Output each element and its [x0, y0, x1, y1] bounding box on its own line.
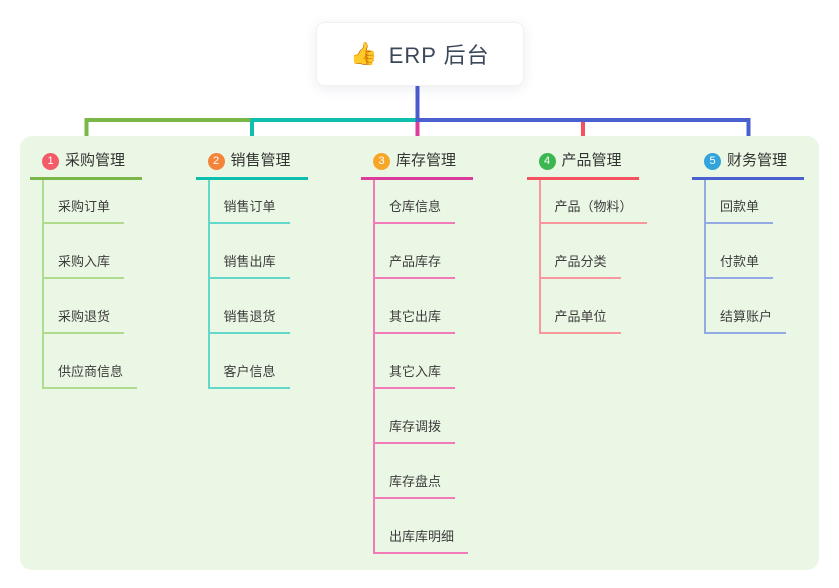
branch-head[interactable]: 5 财务管理	[692, 148, 805, 180]
child-item[interactable]: 产品（物料）	[538, 180, 687, 224]
branch-label: 产品管理	[561, 152, 622, 169]
branch-head[interactable]: 3 库存管理	[361, 148, 474, 180]
child-item[interactable]: 销售出库	[207, 224, 356, 279]
child-item[interactable]: 产品库存	[373, 224, 521, 279]
root-node[interactable]: 👍 ERP 后台	[316, 22, 524, 86]
child-item-label: 仓库信息	[373, 198, 456, 224]
child-item[interactable]: 产品分类	[538, 224, 687, 279]
branch-index-badge: 1	[42, 152, 59, 170]
child-item-label: 销售出库	[207, 253, 290, 279]
child-item-label: 采购订单	[42, 198, 125, 224]
child-item[interactable]: 仓库信息	[373, 180, 521, 224]
branch-label: 财务管理	[727, 152, 788, 169]
branch: 1 采购管理 采购订单采购入库采购退货供应商信息	[30, 148, 190, 389]
branch-label: 库存管理	[396, 152, 457, 169]
child-item-label: 产品单位	[538, 308, 621, 334]
child-item[interactable]: 结算账户	[704, 279, 839, 334]
child-item[interactable]: 库存调拨	[373, 389, 521, 444]
child-item-label: 客户信息	[207, 363, 290, 389]
child-item[interactable]: 产品单位	[538, 279, 687, 334]
child-item-label: 采购入库	[42, 253, 125, 279]
branch: 2 销售管理 销售订单销售出库销售退货客户信息	[195, 148, 356, 389]
child-item-label: 销售订单	[207, 198, 290, 224]
child-item-label: 其它入库	[373, 363, 456, 389]
child-item-label: 库存调拨	[373, 418, 456, 444]
child-item-label: 产品库存	[373, 253, 456, 279]
child-item-label: 产品（物料）	[538, 198, 647, 224]
child-item[interactable]: 销售订单	[207, 180, 356, 224]
child-item-label: 结算账户	[704, 308, 787, 334]
branch-label: 销售管理	[230, 152, 291, 169]
child-item-label: 出库库明细	[373, 528, 469, 554]
child-item[interactable]: 供应商信息	[42, 334, 190, 389]
branch-head[interactable]: 4 产品管理	[526, 148, 639, 180]
child-item-label: 回款单	[704, 198, 774, 224]
child-item-label: 销售退货	[207, 308, 290, 334]
child-item-label: 供应商信息	[42, 363, 138, 389]
branch: 4 产品管理 产品（物料） 产品分类产品单位	[526, 148, 687, 334]
child-item-label: 产品分类	[538, 253, 621, 279]
child-item[interactable]: 采购退货	[42, 279, 190, 334]
branch-children: 回款单付款单结算账户	[704, 180, 839, 334]
branch-index-badge: 4	[538, 152, 556, 170]
branch-label: 采购管理	[65, 152, 126, 169]
branch-head[interactable]: 2 销售管理	[195, 148, 308, 180]
child-item[interactable]: 销售退货	[207, 279, 356, 334]
branch-children: 采购订单采购入库采购退货供应商信息	[42, 180, 190, 389]
child-item[interactable]: 客户信息	[207, 334, 356, 389]
branch-index-badge: 2	[207, 152, 225, 170]
child-item-label: 采购退货	[42, 308, 125, 334]
child-item-label: 库存盘点	[373, 473, 456, 499]
child-item[interactable]: 库存盘点	[373, 444, 521, 499]
branch-index-badge: 3	[373, 152, 390, 170]
branch-index-badge: 5	[704, 152, 721, 170]
root-title: ERP 后台	[388, 43, 490, 68]
child-item-label: 其它出库	[373, 308, 456, 334]
child-item[interactable]: 其它入库	[373, 334, 521, 389]
branch-children: 销售订单销售出库销售退货客户信息	[207, 180, 356, 389]
branch: 3 库存管理 仓库信息产品库存其它出库其它入库库存调拨库存盘点出库库明细	[361, 148, 521, 554]
branch-children: 仓库信息产品库存其它出库其它入库库存调拨库存盘点出库库明细	[373, 180, 521, 554]
child-item[interactable]: 采购订单	[42, 180, 190, 224]
child-item[interactable]: 采购入库	[42, 224, 190, 279]
branch: 5 财务管理 回款单付款单结算账户	[692, 148, 839, 334]
child-item[interactable]: 付款单	[704, 224, 839, 279]
child-item[interactable]: 其它出库	[373, 279, 521, 334]
branch-children: 产品（物料） 产品分类产品单位	[538, 180, 687, 334]
child-item-label: 付款单	[704, 253, 774, 279]
child-item[interactable]: 出库库明细	[373, 499, 521, 554]
branch-head[interactable]: 1 采购管理	[30, 148, 143, 180]
thumbs-up-icon: 👍	[350, 41, 379, 66]
child-item[interactable]: 回款单	[704, 180, 839, 224]
